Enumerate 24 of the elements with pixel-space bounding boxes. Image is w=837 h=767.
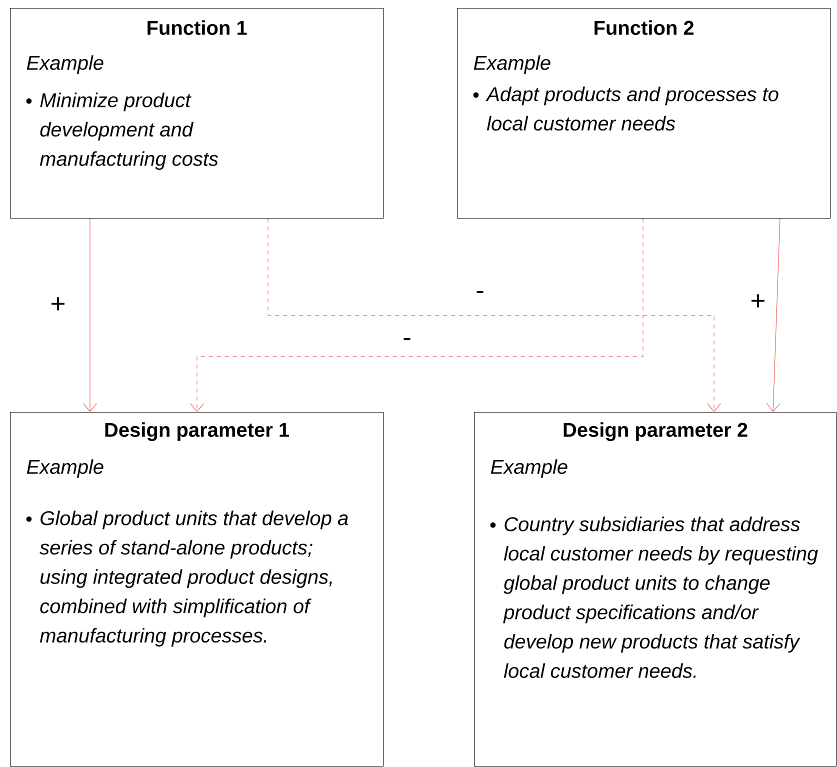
bullet-text: Global product units that develop a series of stand-alone products; using integrated product designs, combined with simplification of manufacturing processes. — [40, 510, 348, 647]
heading: Function 1 — [148, 20, 247, 35]
text-box — [10, 412, 384, 767]
bullet-text: Adapt products and processes to local customer needs — [486, 86, 778, 131]
bullet-text: Country subsidiaries that address local customer needs by requesting global product units to change product specifications and/or develop new products that satisfy local customer needs. — [503, 516, 818, 678]
example-label: Example — [474, 55, 550, 74]
text-box — [10, 8, 384, 219]
edge-label: - — [476, 290, 484, 294]
arrow — [766, 218, 780, 412]
heading: Design parameter 2 — [564, 422, 748, 441]
edge-label: - — [404, 338, 410, 340]
text-box — [474, 412, 837, 767]
arrow — [268, 218, 721, 412]
text-box — [457, 8, 831, 219]
arrow — [190, 218, 644, 412]
example-label: Example — [490, 459, 568, 478]
arrow — [83, 218, 97, 412]
edge-label: + — [52, 297, 64, 310]
heading: Function 2 — [594, 20, 694, 35]
example-label: Example — [26, 55, 104, 74]
edge-label: + — [752, 294, 764, 308]
bullet-text: Minimize product development and manufacturing costs — [40, 92, 218, 170]
heading: Design parameter 1 — [105, 422, 290, 441]
example-label: Example — [26, 459, 104, 478]
